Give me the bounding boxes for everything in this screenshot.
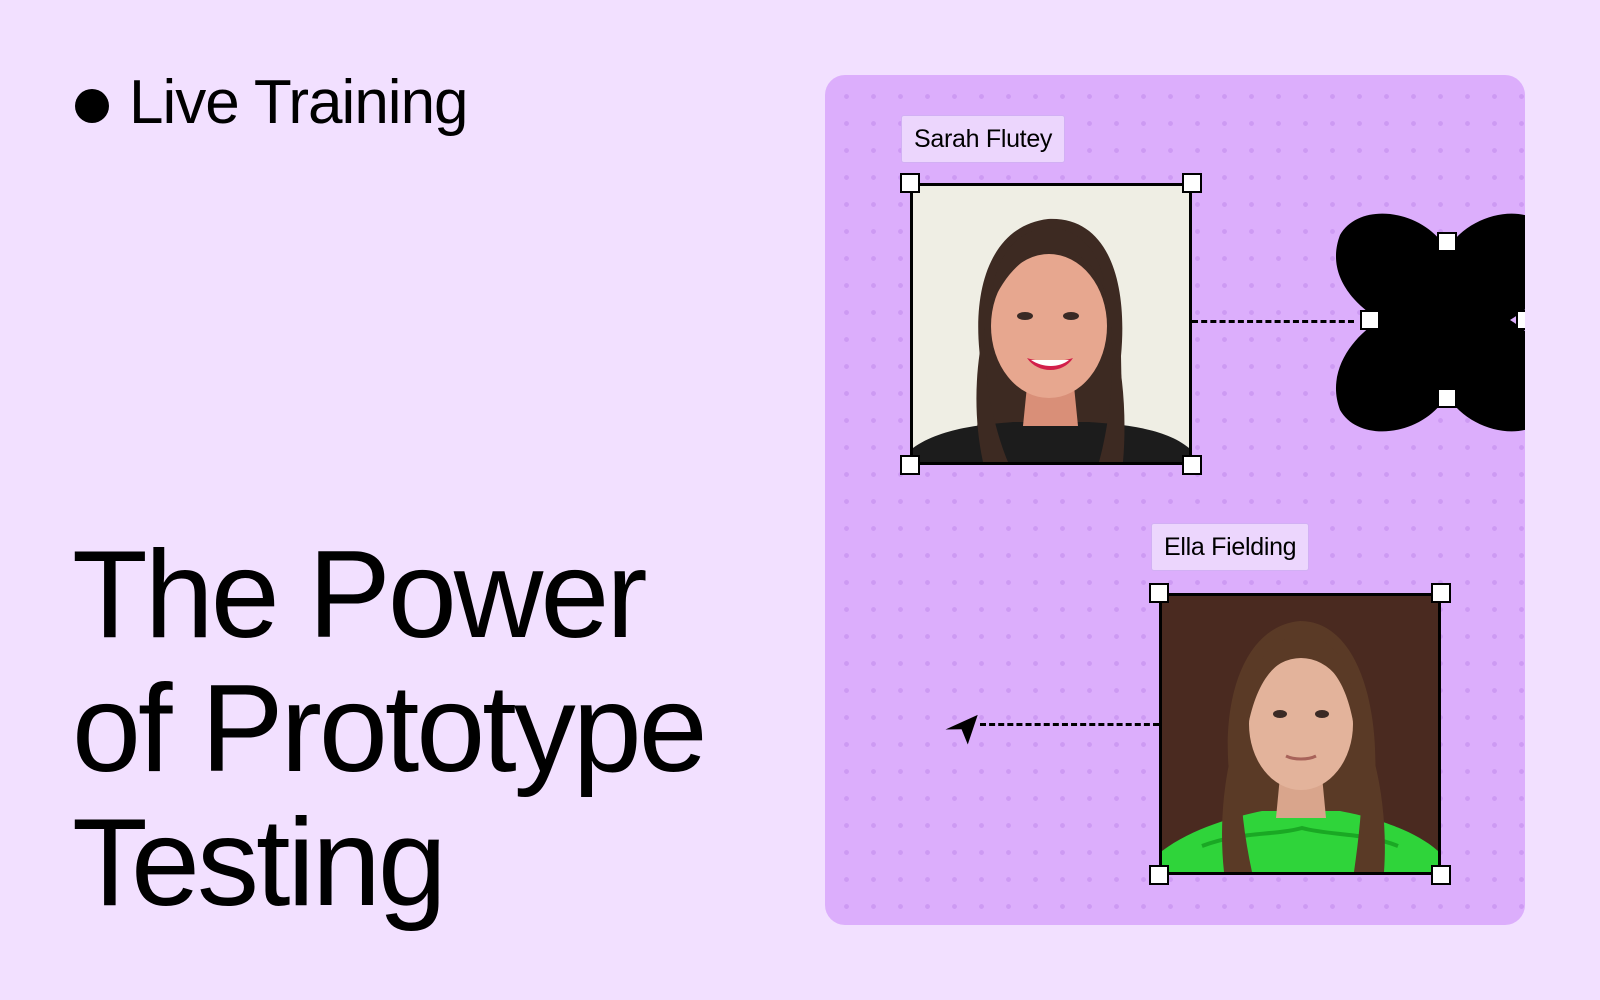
resize-handle-bottom-left[interactable] (900, 455, 920, 475)
speaker-2-name: Ella Fielding (1164, 533, 1297, 561)
title-line-3: Testing (72, 794, 447, 932)
shape-handle-right[interactable] (1516, 310, 1525, 330)
live-dot-icon (75, 89, 109, 123)
resize-handle-top-left[interactable] (1149, 583, 1169, 603)
live-training-badge: Live Training (75, 68, 469, 137)
prototype-connector-line (1192, 320, 1354, 323)
title-line-2: of Prototype (72, 660, 708, 798)
resize-handle-bottom-right[interactable] (1182, 455, 1202, 475)
speaker-1-name-tag: Sarah Flutey (901, 115, 1066, 163)
speaker-2-photo (1162, 596, 1438, 872)
four-petal-shape[interactable] (1335, 205, 1525, 445)
page-title: The Power of Prototype Testing (72, 526, 708, 932)
speaker-1-photo-frame[interactable] (900, 173, 1202, 475)
speaker-1-name: Sarah Flutey (914, 125, 1053, 153)
resize-handle-bottom-left[interactable] (1149, 865, 1169, 885)
speaker-1-photo (913, 186, 1189, 462)
cursor-connector-line (980, 723, 1159, 726)
speaker-2-name-tag: Ella Fielding (1151, 523, 1310, 571)
resize-handle-top-right[interactable] (1431, 583, 1451, 603)
shape-handle-bottom[interactable] (1437, 388, 1457, 408)
shape-handle-top[interactable] (1437, 232, 1457, 252)
title-line-1: The Power (72, 526, 648, 664)
shape-handle-left[interactable] (1360, 310, 1380, 330)
live-training-label: Live Training (129, 68, 469, 137)
speaker-2-photo-frame[interactable] (1149, 583, 1451, 885)
design-canvas: Sarah Flutey (825, 75, 1525, 925)
resize-handle-top-right[interactable] (1182, 173, 1202, 193)
resize-handle-top-left[interactable] (900, 173, 920, 193)
cursor-arrow-icon (945, 714, 978, 745)
resize-handle-bottom-right[interactable] (1431, 865, 1451, 885)
